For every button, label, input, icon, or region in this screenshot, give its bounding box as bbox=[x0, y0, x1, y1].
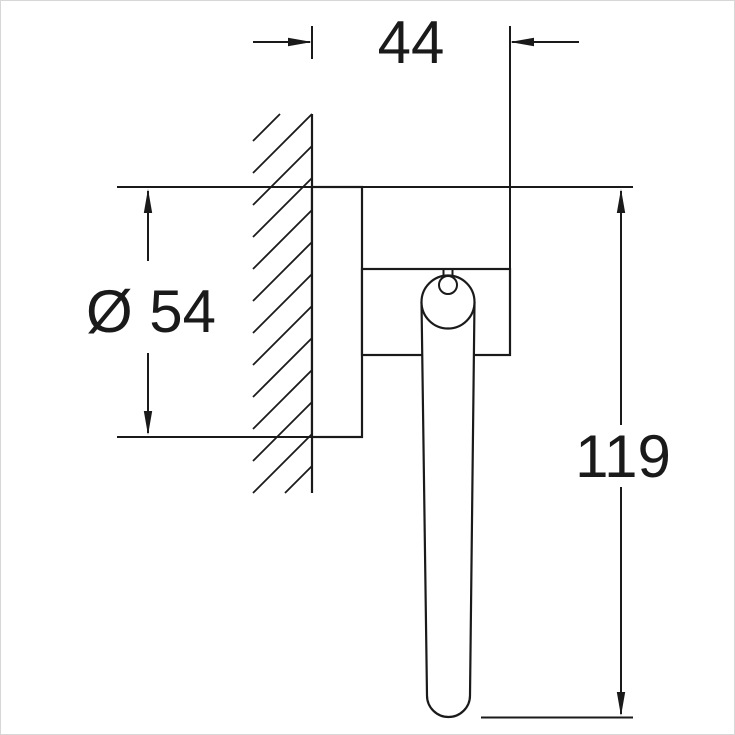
arrowhead-down-icon bbox=[143, 411, 153, 435]
holder-ring bbox=[420, 274, 476, 719]
mounting-plate bbox=[310, 185, 364, 439]
dimension-diameter-label: Ø 54 bbox=[86, 278, 216, 345]
arrowhead-up-icon bbox=[143, 189, 153, 213]
dimension-depth-label: 44 bbox=[378, 9, 445, 76]
wall-hatching bbox=[252, 113, 313, 494]
arrowhead-up-icon bbox=[616, 189, 626, 213]
dimension-depth: 44 bbox=[253, 9, 579, 269]
arrowhead-down-icon bbox=[616, 692, 626, 716]
dimension-diameter: Ø 54 bbox=[86, 189, 216, 435]
arrowhead-left-icon bbox=[510, 37, 534, 47]
arrowhead-right-icon bbox=[288, 37, 312, 47]
dimension-height-label: 119 bbox=[575, 423, 671, 490]
pivot-pin bbox=[438, 269, 458, 295]
dimension-height: 119 bbox=[481, 189, 671, 719]
